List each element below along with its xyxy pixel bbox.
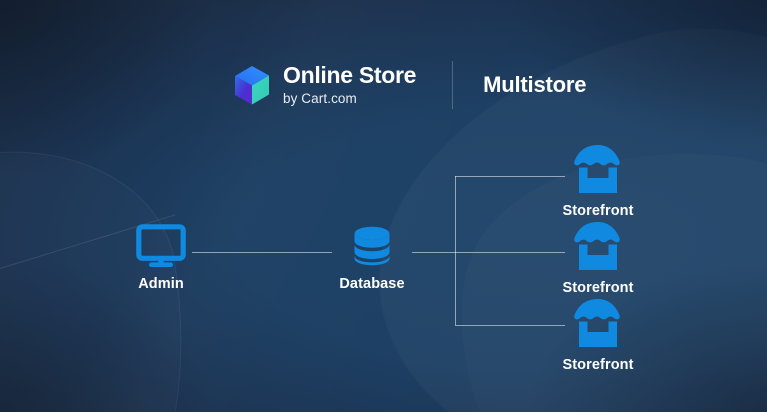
storefront-icon [574, 299, 620, 347]
edge-trunk-storefront1 [455, 176, 565, 177]
node-label-storefront-1: Storefront [562, 203, 634, 219]
storefront-icon [574, 145, 620, 193]
brand-title: Online Store [283, 62, 417, 89]
node-label-storefront-3: Storefront [562, 357, 634, 373]
node-storefront-3[interactable]: Storefront [545, 297, 651, 373]
monitor-icon [136, 224, 186, 267]
cube-logo-icon [235, 66, 269, 105]
vertical-divider [452, 61, 454, 109]
brand-header: Online Store by Cart.com Multistore [232, 58, 586, 112]
node-storefront-2[interactable]: Storefront [545, 220, 651, 296]
edge-database-trunk [412, 252, 456, 253]
node-label-storefront-2: Storefront [562, 280, 634, 296]
edge-trunk-vertical [455, 176, 456, 325]
brand-wordmark: Online Store by Cart.com [283, 64, 416, 106]
node-label-database: Database [339, 276, 405, 292]
storefront-icon [574, 222, 620, 270]
page-title: Multistore [483, 72, 587, 97]
node-storefront-1[interactable]: Storefront [545, 143, 651, 219]
background-vignette-top-right [427, 0, 767, 200]
background-vignette-top-left [0, 0, 300, 250]
brand-subtitle: by Cart.com [283, 91, 357, 107]
node-admin[interactable]: Admin [124, 224, 198, 292]
node-database[interactable]: Database [336, 224, 408, 292]
node-label-admin: Admin [138, 276, 184, 292]
edge-trunk-storefront2 [455, 252, 565, 253]
edge-admin-database [192, 252, 332, 253]
database-icon [354, 226, 390, 266]
edge-trunk-storefront3 [455, 325, 565, 326]
